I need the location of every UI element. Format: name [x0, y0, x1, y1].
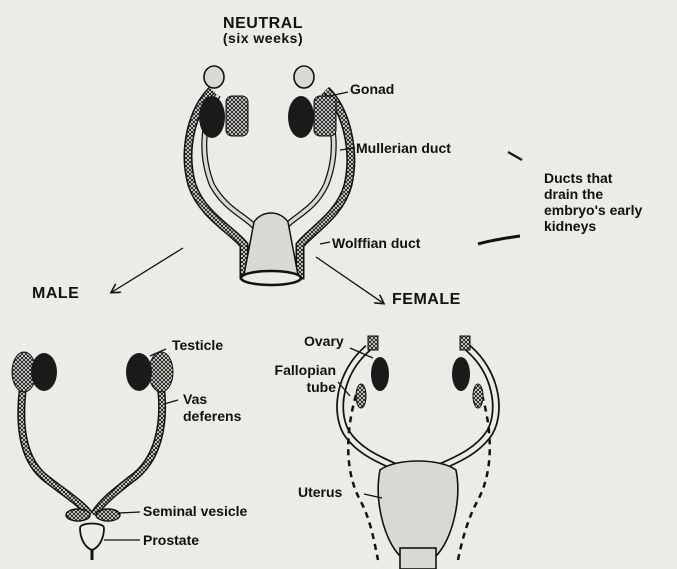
label-vas-line-1: Vas [183, 391, 241, 408]
label-testicle: Testicle [172, 338, 223, 353]
label-seminal-vesicle: Seminal vesicle [143, 504, 247, 519]
arrow-to-male [112, 248, 183, 292]
label-fallopian-tube: Fallopian tube [244, 362, 336, 396]
male-right-testicle [126, 353, 152, 391]
male-left-testicle [31, 353, 57, 391]
label-vas-deferens: Vas deferens [183, 391, 241, 425]
neutral-left-gonad [199, 96, 225, 138]
label-prostate: Prostate [143, 533, 199, 548]
female-uterus [378, 461, 458, 556]
label-wolffian-duct: Wolffian duct [332, 236, 420, 251]
title-neutral: NEUTRAL (six weeks) [208, 16, 318, 46]
neutral-right-knob [294, 66, 314, 88]
male-vas-deferens [21, 380, 162, 515]
neutral-right-gonad [288, 96, 314, 138]
male-seminal-vesicle-left [66, 509, 90, 521]
label-mullerian-duct: Mullerian duct [356, 141, 451, 156]
neutral-structure [188, 66, 351, 285]
label-ovary: Ovary [304, 334, 344, 349]
ducts-note-line-2: drain the [544, 186, 642, 202]
ducts-note: Ducts that drain the embryo's early kidn… [544, 170, 642, 234]
female-right-ovary [452, 357, 470, 391]
female-left-ovary [371, 357, 389, 391]
label-fallopian-line-1: Fallopian [244, 362, 336, 379]
neutral-left-knob [204, 66, 224, 88]
male-prostate [80, 524, 104, 551]
ducts-note-line-4: kidneys [544, 218, 642, 234]
label-male: MALE [32, 286, 79, 301]
label-uterus: Uterus [298, 485, 342, 500]
ducts-note-line-1: Ducts that [544, 170, 642, 186]
label-gonad: Gonad [350, 82, 394, 97]
arrow-to-female [316, 257, 383, 303]
female-structure [340, 336, 496, 569]
label-vas-line-2: deferens [183, 408, 241, 425]
title-line-1: NEUTRAL [208, 16, 318, 31]
label-fallopian-line-2: tube [244, 379, 336, 396]
ducts-note-line-3: embryo's early [544, 202, 642, 218]
title-line-2: (six weeks) [208, 31, 318, 46]
male-structure [12, 352, 173, 560]
label-female: FEMALE [392, 292, 461, 307]
male-seminal-vesicle-right [96, 509, 120, 521]
